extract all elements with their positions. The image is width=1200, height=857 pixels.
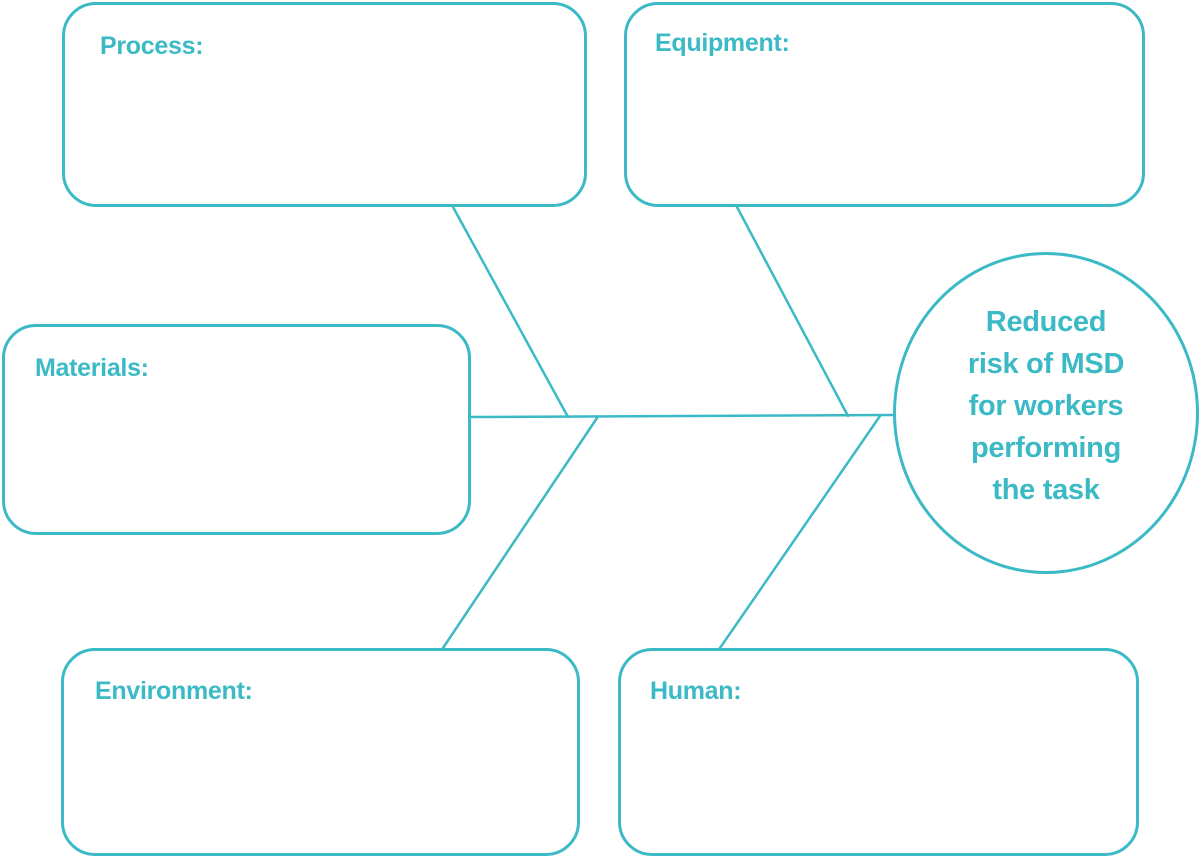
bone-human	[718, 414, 882, 650]
bone-process	[451, 205, 570, 419]
environment-label: Environment:	[95, 677, 253, 705]
process-box: Process:	[62, 2, 587, 207]
effect-text: Reduced risk of MSD for workers performi…	[967, 306, 1125, 506]
equipment-box: Equipment:	[624, 2, 1145, 207]
bone-environment	[441, 416, 599, 650]
equipment-label: Equipment:	[655, 29, 790, 57]
materials-box: Materials:	[2, 324, 471, 535]
environment-box: Environment:	[61, 648, 580, 856]
effect-circle: Reduced risk of MSD for workers performi…	[893, 252, 1199, 574]
human-label: Human:	[650, 677, 742, 705]
materials-label: Materials:	[35, 354, 149, 382]
human-box: Human:	[618, 648, 1139, 856]
spine-line	[468, 413, 897, 419]
process-label: Process:	[100, 32, 204, 60]
bone-equipment	[735, 205, 850, 418]
